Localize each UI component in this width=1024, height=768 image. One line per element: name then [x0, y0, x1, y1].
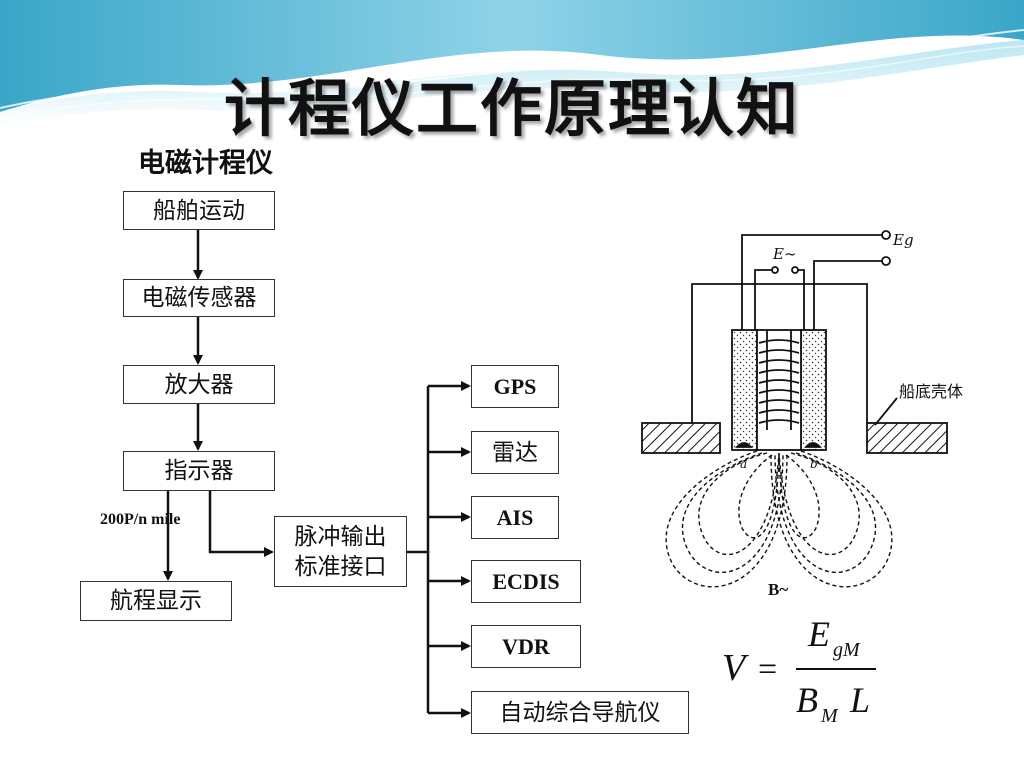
label-e-ac: E~: [772, 245, 797, 263]
amplifier-box: 放大器: [123, 365, 275, 404]
wire-eac-left: [741, 234, 882, 330]
section-subtitle: 电磁计程仪: [138, 148, 273, 179]
output-ais-box: AIS: [471, 496, 559, 539]
indicator-box: 指示器: [123, 451, 275, 491]
pulse-output-line2: 标准接口: [294, 553, 387, 580]
label-hull: 船底壳体: [899, 382, 963, 401]
formula-numerator-sub: gM: [833, 639, 861, 661]
formula-denominator-tail: L: [849, 680, 870, 720]
arrow-indicator-to-pulse: [208, 491, 274, 557]
output-gps-box: GPS: [471, 365, 559, 408]
output-radar-box: 雷达: [471, 431, 559, 474]
output-vdr-box: VDR: [471, 625, 581, 668]
label-electrode-a: a: [740, 457, 747, 471]
terminal-eg-top: [881, 230, 891, 240]
hull-plate-right: [866, 422, 948, 454]
ship-motion-box: 船舶运动: [123, 191, 275, 230]
output-ecdis-box: ECDIS: [471, 560, 581, 603]
magnetic-field-lines: [665, 450, 893, 588]
pulse-output-line1: 脉冲输出: [294, 523, 387, 550]
formula-numerator: E: [807, 614, 830, 654]
hull-plate-left: [641, 422, 721, 454]
header-wave-decoration: [0, 0, 1024, 125]
label-electrode-b: b: [810, 457, 818, 471]
wire-eg-left: [691, 283, 868, 423]
slide-title: 计程仪工作原理认知: [223, 72, 800, 145]
sensor-box: 电磁传感器: [123, 279, 275, 317]
formula-equals: =: [758, 651, 777, 688]
velocity-formula: V = E gM B M L: [722, 614, 876, 727]
formula-denominator-sub: M: [820, 705, 839, 727]
formula-lhs: V: [722, 647, 749, 689]
electrode-a: [735, 442, 753, 448]
wire-eg-right: [813, 260, 882, 330]
pulse-output-box: 脉冲输出 标准接口: [274, 516, 407, 587]
electrode-post-left: [731, 329, 758, 451]
label-e-g: Eg: [892, 231, 914, 249]
sensor-diagram: E~ Eg a b 船底壳体 B~: [607, 193, 995, 611]
pulse-rate-label: 200P/n mile: [100, 511, 181, 528]
electrode-b: [804, 442, 822, 448]
formula-denominator: B: [796, 680, 818, 720]
coil-winding: [758, 339, 800, 424]
output-ins-box: 自动综合导航仪: [471, 691, 689, 734]
distance-display-box: 航程显示: [80, 581, 232, 621]
label-field: B~: [768, 580, 788, 599]
wire-eac-right: [754, 269, 772, 330]
terminal-eg-bottom: [881, 256, 891, 266]
electrode-post-right: [800, 329, 827, 451]
